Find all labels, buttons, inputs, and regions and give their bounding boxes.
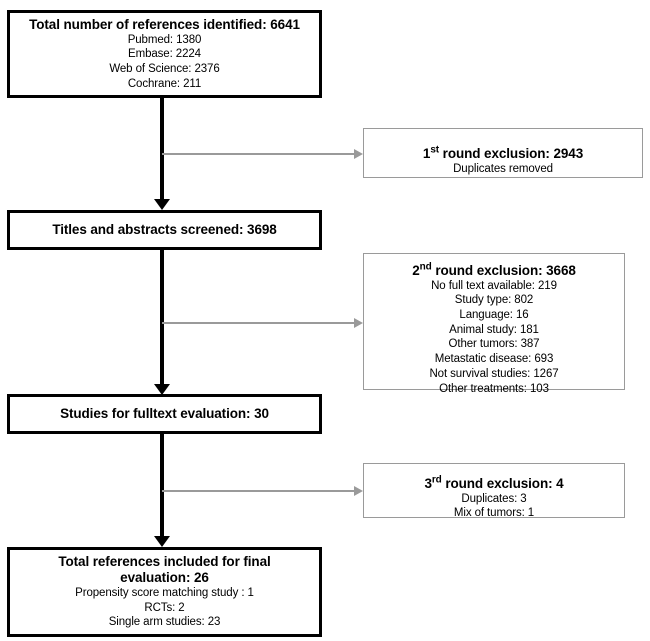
node-exclusion-1-ordinal-suffix: st xyxy=(430,144,440,156)
node-exclusion-1-title-rest: round exclusion: 2943 xyxy=(439,145,584,161)
connector-identified-to-screened xyxy=(160,97,164,201)
node-exclusion-1-title: 1st round exclusion: 2943 xyxy=(423,130,583,162)
node-included: Total references included for final eval… xyxy=(7,547,322,637)
node-exclusion-2-subline: Not survival studies: 1267 xyxy=(429,367,559,380)
node-exclusion-3: 3rd round exclusion: 4 Duplicates: 3 Mix… xyxy=(363,460,625,520)
node-exclusion-2-subline: Other treatments: 103 xyxy=(439,382,549,395)
node-exclusion-2-title-rest: round exclusion: 3668 xyxy=(431,262,576,278)
node-exclusion-2-ordinal-suffix: nd xyxy=(419,261,432,273)
node-exclusion-3-title-rest: round exclusion: 4 xyxy=(441,475,564,491)
arrowhead-to-exclusion-2 xyxy=(354,317,363,328)
node-included-subline: Propensity score matching study : 1 xyxy=(75,586,254,599)
arrowhead-identified-to-screened xyxy=(154,199,170,210)
node-exclusion-2-subline: No full text available: 219 xyxy=(431,279,557,292)
node-included-subline: Single arm studies: 23 xyxy=(108,616,221,629)
node-exclusion-2-title: 2nd round exclusion: 3668 xyxy=(412,247,576,279)
node-identified-subline: Embase: 2224 xyxy=(128,48,201,61)
connector-to-exclusion-2 xyxy=(162,322,355,324)
arrowhead-fulltext-to-included xyxy=(154,536,170,547)
node-exclusion-2-subline: Study type: 802 xyxy=(454,294,534,307)
arrowhead-screened-to-fulltext xyxy=(154,384,170,395)
node-exclusion-2: 2nd round exclusion: 3668 No full text a… xyxy=(363,253,625,395)
node-exclusion-3-ordinal-suffix: rd xyxy=(431,474,442,486)
connector-fulltext-to-included xyxy=(160,434,164,538)
node-screened: Titles and abstracts screened: 3698 xyxy=(7,210,322,250)
connector-to-exclusion-1 xyxy=(162,153,355,155)
node-fulltext: Studies for fulltext evaluation: 30 xyxy=(7,394,322,434)
node-exclusion-3-subline: Mix of tumors: 1 xyxy=(453,507,535,520)
arrowhead-to-exclusion-3 xyxy=(354,485,363,496)
node-included-subline: RCTs: 2 xyxy=(144,601,185,614)
node-exclusion-3-subline: Duplicates: 3 xyxy=(461,492,527,505)
node-exclusion-2-subline: Metastatic disease: 693 xyxy=(434,353,554,366)
connector-to-exclusion-3 xyxy=(162,490,355,492)
arrowhead-to-exclusion-1 xyxy=(354,148,363,159)
node-identified: Total number of references identified: 6… xyxy=(7,10,322,98)
node-identified-title: Total number of references identified: 6… xyxy=(29,16,300,32)
node-fulltext-title: Studies for fulltext evaluation: 30 xyxy=(60,406,269,422)
connector-screened-to-fulltext xyxy=(160,249,164,386)
node-exclusion-2-subline: Language: 16 xyxy=(459,308,529,321)
node-identified-subline: Pubmed: 1380 xyxy=(127,33,202,46)
node-exclusion-1-subline: Duplicates removed xyxy=(453,162,553,175)
node-exclusion-1-ordinal: 1 xyxy=(422,145,431,161)
node-included-title: Total references included for final eval… xyxy=(58,554,271,585)
node-identified-subline: Cochrane: 211 xyxy=(127,77,202,90)
node-exclusion-1: 1st round exclusion: 2943 Duplicates rem… xyxy=(363,128,643,178)
node-screened-title: Titles and abstracts screened: 3698 xyxy=(52,222,277,238)
node-exclusion-3-ordinal: 3 xyxy=(424,475,432,491)
node-exclusion-2-subline: Other tumors: 387 xyxy=(448,338,540,351)
node-identified-subline: Web of Science: 2376 xyxy=(109,62,220,75)
node-exclusion-2-ordinal: 2 xyxy=(412,262,420,278)
node-exclusion-2-subline: Animal study: 181 xyxy=(449,323,539,336)
node-exclusion-3-title: 3rd round exclusion: 4 xyxy=(424,460,563,492)
